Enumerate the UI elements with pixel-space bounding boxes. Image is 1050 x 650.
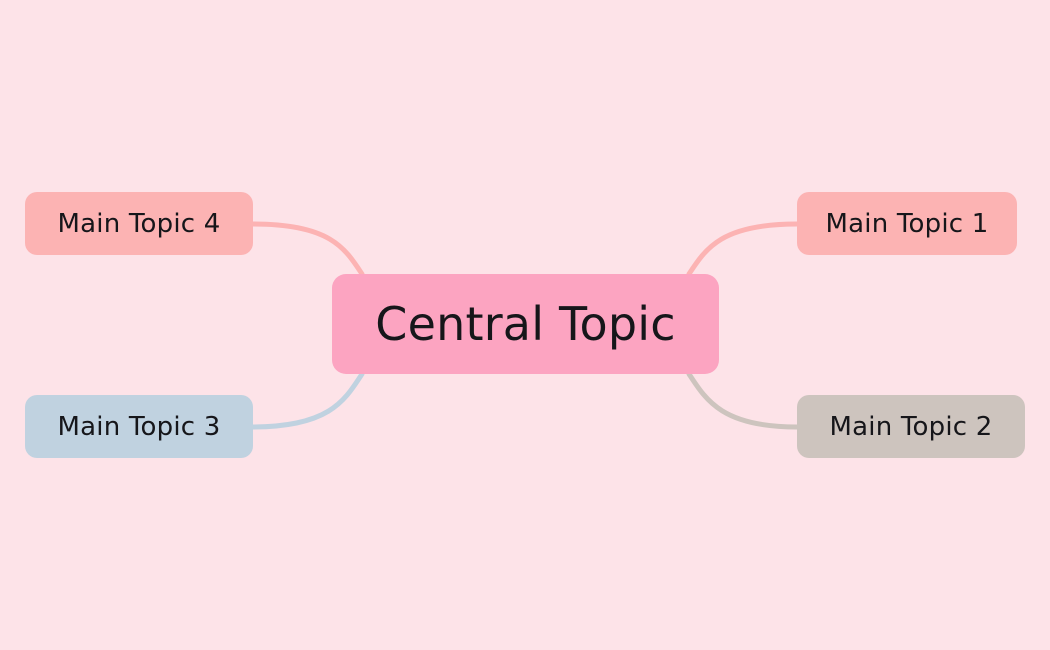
branch-label-topic1: Main Topic 1: [825, 208, 989, 239]
branch-label-topic2: Main Topic 2: [829, 411, 993, 442]
branch-node-topic1[interactable]: Main Topic 1: [797, 192, 1017, 255]
branch-node-topic3[interactable]: Main Topic 3: [25, 395, 253, 458]
connector-central-to-topic2: [686, 371, 800, 430]
connector-central-to-topic1: [686, 221, 800, 277]
branch-node-topic4[interactable]: Main Topic 4: [25, 192, 253, 255]
connector-central-to-topic3: [249, 371, 365, 430]
central-topic-node[interactable]: Central Topic: [332, 274, 719, 374]
branch-node-topic2[interactable]: Main Topic 2: [797, 395, 1025, 458]
connector-central-to-topic4: [250, 221, 365, 277]
branch-label-topic4: Main Topic 4: [57, 208, 221, 239]
branch-label-topic3: Main Topic 3: [57, 411, 221, 442]
central-topic-label: Central Topic: [375, 297, 676, 351]
